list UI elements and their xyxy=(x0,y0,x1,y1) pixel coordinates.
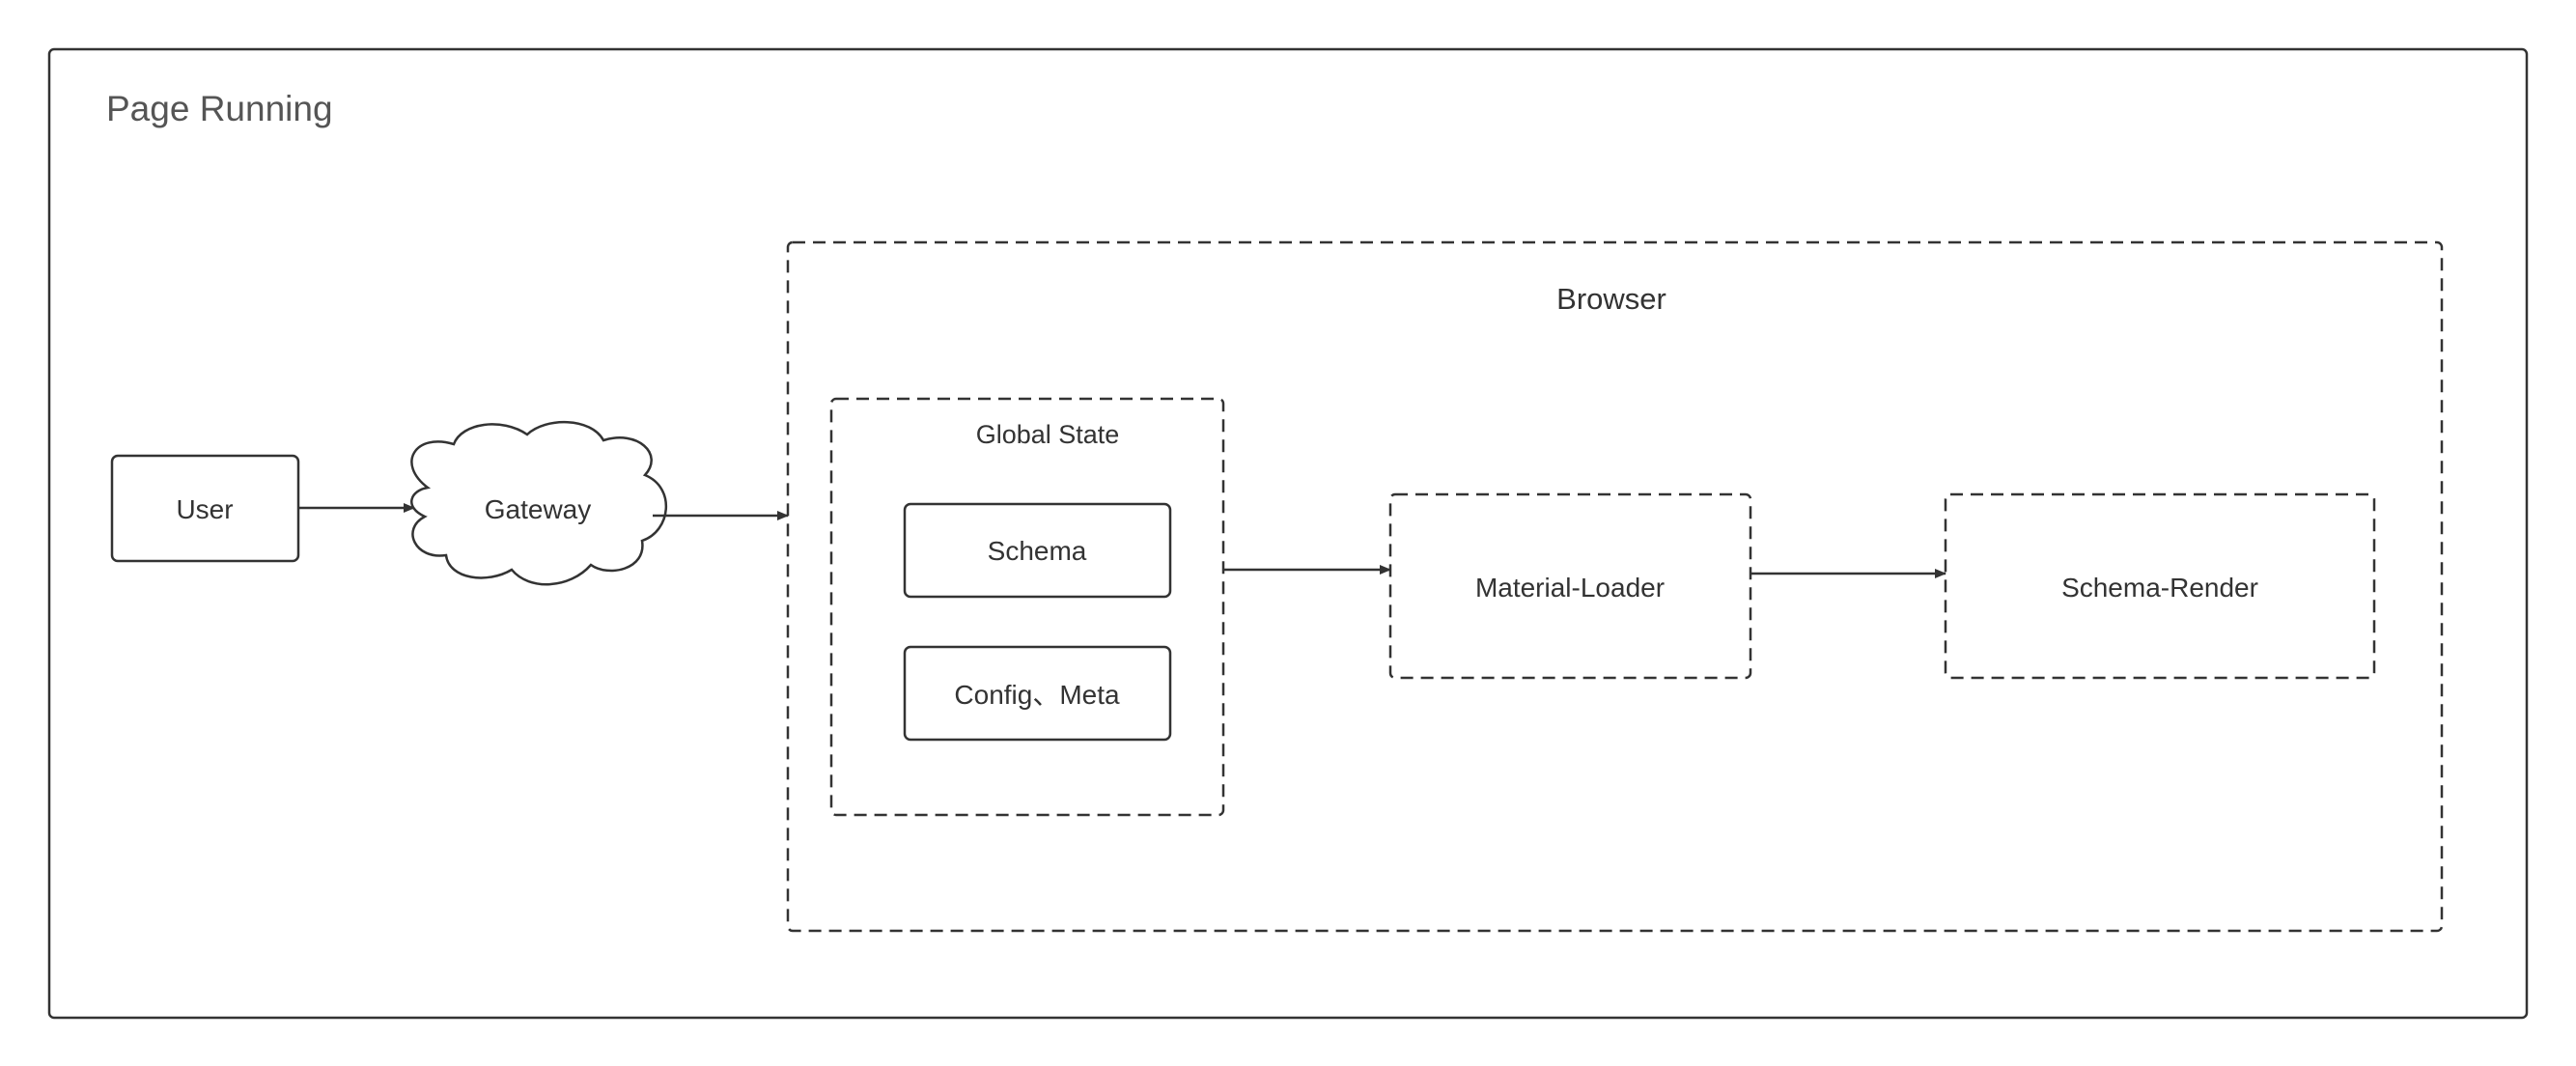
schema-label: Schema xyxy=(988,536,1087,566)
user-label: User xyxy=(176,494,233,524)
browser-label: Browser xyxy=(1556,282,1666,316)
gateway-cloud-icon[interactable] xyxy=(410,420,668,586)
browser-container xyxy=(786,240,2444,933)
gateway-label: Gateway xyxy=(485,494,592,524)
global-state-label: Global State xyxy=(976,420,1120,449)
schema-render-box[interactable] xyxy=(1944,492,2376,680)
material-loader-label: Material-Loader xyxy=(1475,573,1665,603)
global-state-container xyxy=(829,397,1225,817)
schema-box[interactable] xyxy=(903,502,1172,599)
frame-title: Page Running xyxy=(106,89,333,128)
material-loader-box[interactable] xyxy=(1388,492,1752,680)
page-running-frame xyxy=(47,47,2529,1020)
config-meta-label: Config、Meta xyxy=(954,680,1120,710)
config-meta-box[interactable] xyxy=(903,645,1172,742)
schema-render-label: Schema-Render xyxy=(2061,573,2258,603)
